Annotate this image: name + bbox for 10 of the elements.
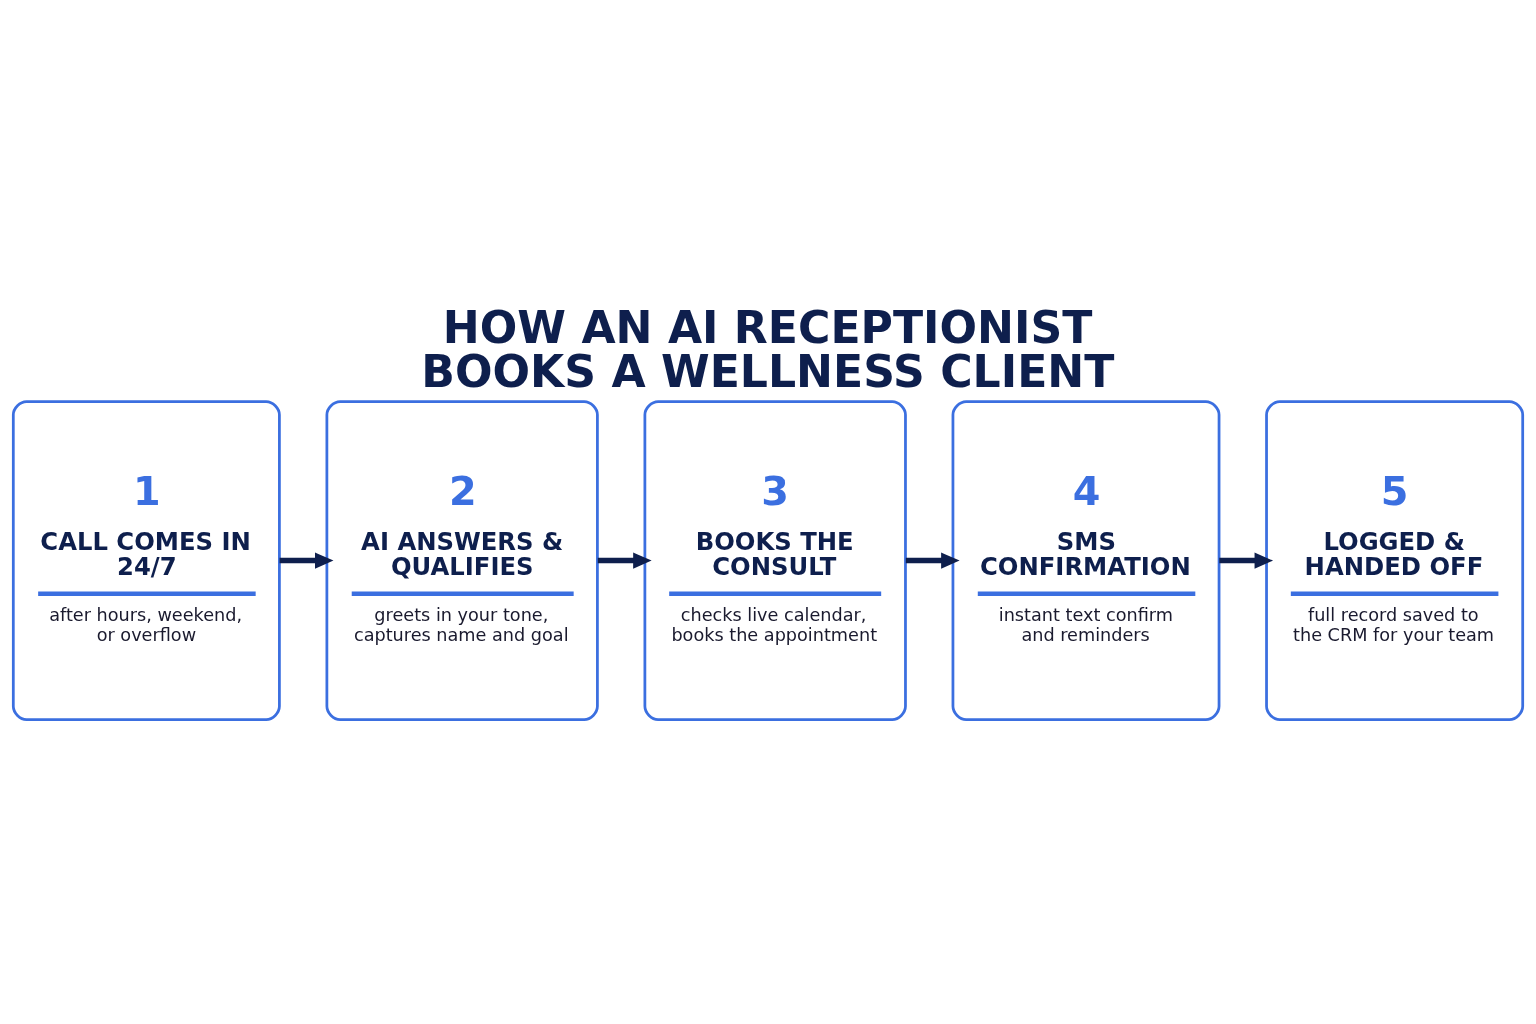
node-box: 1 CALL COMES IN 24/7 after hours, weekend, or overflow <box>11 400 281 721</box>
arrow <box>597 552 652 569</box>
arrow <box>279 552 334 569</box>
arrow <box>1219 552 1274 569</box>
arrow <box>905 552 960 569</box>
node-box: 3 BOOKS THE CONSULT checks live calendar, books the appointment <box>643 400 907 721</box>
node-box: 4 SMS CONFIRMATION instant text confirm and reminders <box>951 400 1221 721</box>
diagram-title: HOW AN AI RECEPTIONIST BOOKS A WELLNESS CLIENT <box>421 302 1115 398</box>
node-box: 5 LOGGED & HANDED OFF full record saved to the CRM for your team <box>1265 400 1525 721</box>
node-box: 2 AI ANSWERS & QUALIFIES greets in your tone, captures name and goal <box>325 400 599 721</box>
